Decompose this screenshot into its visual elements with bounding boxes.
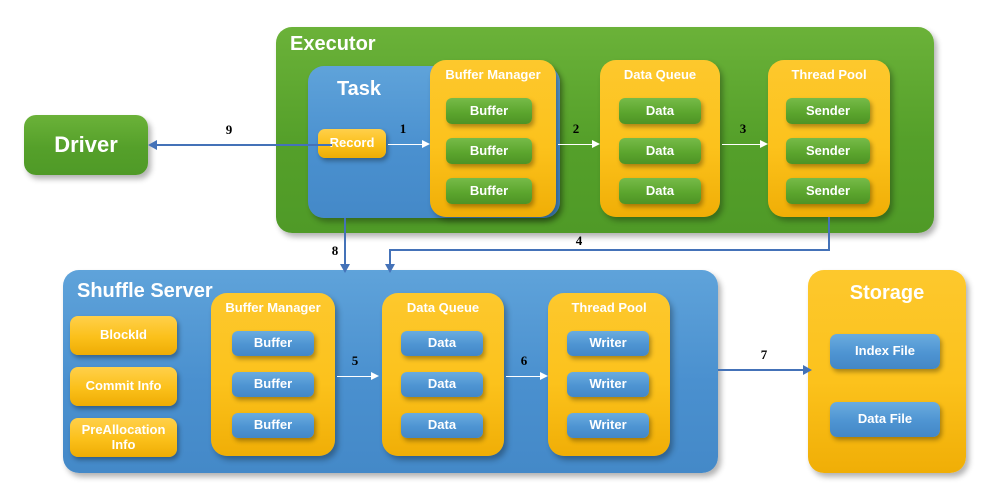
arrow-4-vertical-left: [389, 249, 391, 269]
executor-sender-chip[interactable]: Sender: [786, 178, 870, 204]
shuffle-buffer-chip[interactable]: Buffer: [232, 372, 314, 397]
shuffle-buffer-chip[interactable]: Buffer: [232, 413, 314, 438]
storage-data-file-chip[interactable]: Data File: [830, 402, 940, 437]
executor-buffer-label: Buffer: [469, 142, 509, 158]
executor-buffer-chip[interactable]: Buffer: [446, 98, 532, 124]
executor-data-chip[interactable]: Data: [619, 178, 701, 204]
storage-container[interactable]: Storage: [808, 270, 966, 473]
arrow-6-line: [506, 375, 542, 378]
executor-label: Executor: [290, 33, 376, 55]
step-label-8: 8: [331, 243, 339, 258]
shuffle-data-chip[interactable]: Data: [401, 331, 483, 356]
step-label-9: 9: [225, 122, 233, 137]
shuffle-writer-label: Writer: [589, 335, 627, 351]
shuffle-metadata-chip[interactable]: PreAllocation Info: [70, 418, 177, 457]
shuffle-data-chip[interactable]: Data: [401, 372, 483, 397]
arrow-7-head: [803, 365, 812, 375]
executor-buffer-label: Buffer: [469, 182, 509, 198]
record-label: Record: [329, 135, 375, 151]
storage-index-file-chip[interactable]: Index File: [830, 334, 940, 369]
shuffle-writer-chip[interactable]: Writer: [567, 413, 649, 438]
shuffle-server-label: Shuffle Server: [77, 280, 213, 302]
arrow-3-head: [760, 139, 768, 148]
executor-buffer-chip[interactable]: Buffer: [446, 138, 532, 164]
shuffle-writer-label: Writer: [589, 417, 627, 433]
arrow-5-line: [337, 375, 373, 378]
arrow-4-horizontal: [389, 249, 830, 251]
shuffle-data-label: Data: [427, 417, 457, 433]
executor-data-chip[interactable]: Data: [619, 138, 701, 164]
executor-data-label: Data: [645, 142, 675, 158]
executor-data-label: Data: [645, 182, 675, 198]
executor-thread-pool-label: Thread Pool: [791, 67, 867, 82]
arrow-7-line: [718, 369, 810, 371]
storage-data-file-label: Data File: [857, 411, 913, 427]
shuffle-metadata-label: BlockId: [100, 327, 147, 343]
executor-data-queue-label: Data Queue: [623, 67, 697, 82]
executor-sender-label: Sender: [805, 142, 851, 158]
shuffle-data-queue-label: Data Queue: [406, 300, 480, 315]
shuffle-thread-pool-label: Thread Pool: [571, 300, 647, 315]
shuffle-buffer-label: Buffer: [253, 335, 293, 351]
shuffle-writer-chip[interactable]: Writer: [567, 372, 649, 397]
executor-data-label: Data: [645, 102, 675, 118]
shuffle-buffer-chip[interactable]: Buffer: [232, 331, 314, 356]
arrow-4-vertical-right: [828, 217, 830, 250]
arrow-1-line: [388, 143, 424, 146]
arrow-5-head: [371, 371, 379, 380]
record-chip[interactable]: Record: [318, 129, 386, 158]
arrow-1-head: [422, 139, 430, 148]
storage-label: Storage: [849, 282, 925, 304]
shuffle-buffer-label: Buffer: [253, 376, 293, 392]
task-label: Task: [336, 78, 382, 100]
shuffle-metadata-chip[interactable]: BlockId: [70, 316, 177, 355]
arrow-8-head: [340, 264, 350, 273]
shuffle-data-label: Data: [427, 376, 457, 392]
executor-sender-label: Sender: [805, 102, 851, 118]
driver-box[interactable]: Driver: [24, 115, 148, 175]
arrow-3-line: [722, 143, 762, 146]
storage-index-file-label: Index File: [855, 343, 915, 359]
shuffle-data-chip[interactable]: Data: [401, 413, 483, 438]
executor-sender-chip[interactable]: Sender: [786, 98, 870, 124]
arrow-4-head: [385, 264, 395, 273]
executor-buffer-manager-label: Buffer Manager: [445, 67, 541, 82]
executor-buffer-label: Buffer: [469, 102, 509, 118]
arrow-2-head: [592, 139, 600, 148]
shuffle-writer-label: Writer: [589, 376, 627, 392]
shuffle-data-label: Data: [427, 335, 457, 351]
arrow-8-line: [344, 218, 346, 268]
shuffle-buffer-manager-label: Buffer Manager: [225, 300, 321, 315]
arrow-2-line: [558, 143, 594, 146]
shuffle-buffer-label: Buffer: [253, 417, 293, 433]
executor-buffer-chip[interactable]: Buffer: [446, 178, 532, 204]
executor-sender-chip[interactable]: Sender: [786, 138, 870, 164]
executor-data-chip[interactable]: Data: [619, 98, 701, 124]
step-label-4: 4: [575, 233, 583, 248]
shuffle-metadata-chip[interactable]: Commit Info: [70, 367, 177, 406]
shuffle-writer-chip[interactable]: Writer: [567, 331, 649, 356]
arrow-9-line: [156, 144, 332, 146]
arrow-6-head: [540, 371, 548, 380]
shuffle-metadata-label: Commit Info: [85, 378, 162, 394]
driver-label: Driver: [54, 132, 118, 157]
arrow-9-head: [148, 140, 157, 150]
executor-sender-label: Sender: [805, 182, 851, 198]
shuffle-metadata-label: PreAllocation Info: [81, 422, 166, 452]
step-label-7: 7: [760, 347, 768, 362]
